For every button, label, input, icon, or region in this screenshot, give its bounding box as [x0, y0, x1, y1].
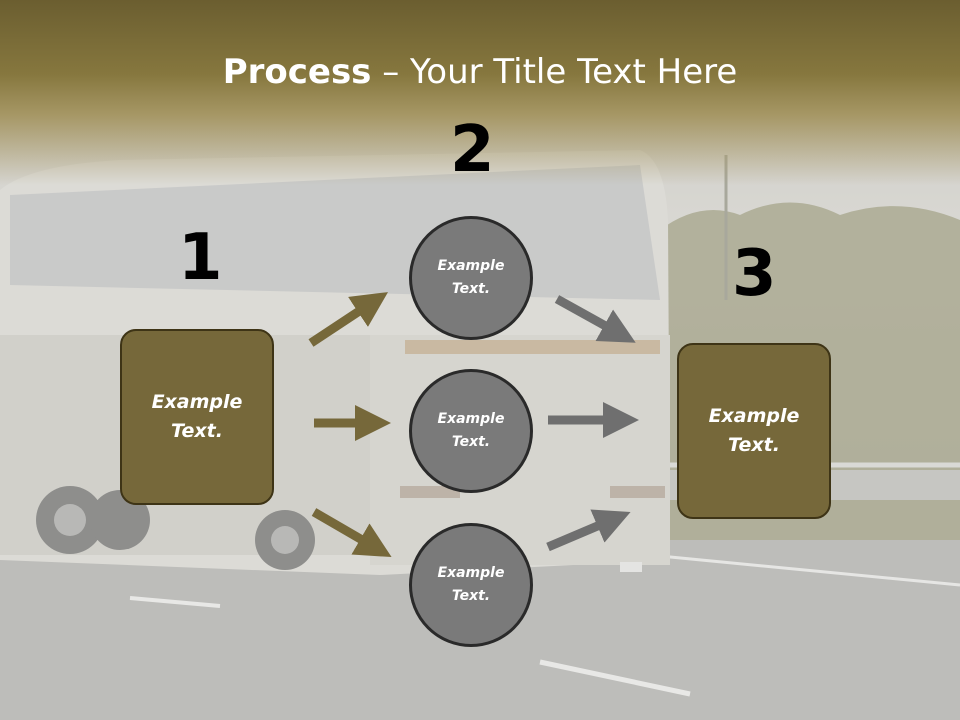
right-box-line1: Example: [708, 405, 800, 427]
page-title: Process – Your Title Text Here: [0, 52, 960, 92]
circle-3-line1: Example: [437, 565, 505, 581]
circle-1-line2: Text.: [451, 281, 491, 297]
left-box-line1: Example: [151, 391, 243, 413]
circle-1-line1: Example: [437, 258, 505, 274]
step-number-2: 2: [450, 113, 495, 187]
arrow-to-circle-3: [311, 508, 392, 558]
step-number-3: 3: [732, 237, 777, 311]
circle-3-line2: Text.: [451, 588, 491, 604]
title-bold: Process: [222, 52, 372, 92]
arrow-to-circle-1: [308, 292, 389, 347]
step-number-1: 1: [178, 221, 223, 295]
arrow-from-circle-1: [554, 295, 636, 343]
right-box-line2: Text.: [728, 434, 780, 456]
arrow-from-circle-3: [546, 509, 631, 552]
title-rest: – Your Title Text Here: [371, 52, 738, 92]
title-bar: [0, 0, 960, 185]
circle-2-line1: Example: [437, 411, 505, 427]
circle-2-line2: Text.: [451, 434, 491, 450]
left-box-line2: Text.: [171, 420, 223, 442]
